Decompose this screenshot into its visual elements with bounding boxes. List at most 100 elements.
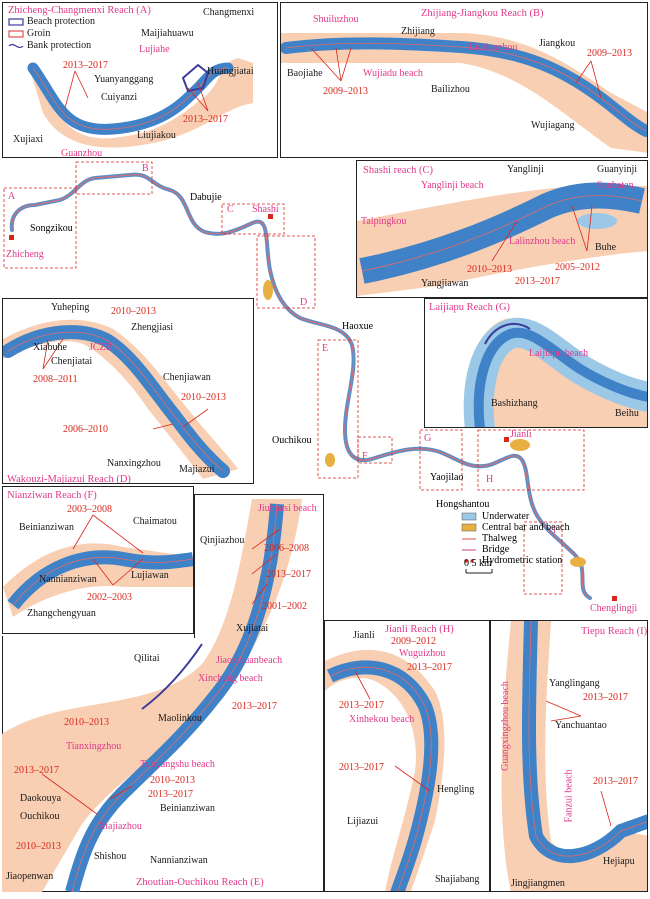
arrow (491, 220, 518, 262)
legend-thalweg-label: Thalweg (482, 533, 517, 544)
ov-jianli: Jianli (510, 429, 532, 440)
lbl-zhangchengyuan: Zhangchengyuan (27, 608, 96, 619)
panel-b-bank (281, 33, 647, 153)
lbl-yanglingang: Yanglingang (549, 678, 600, 689)
lbl-shajiabang: Shajiabang (435, 874, 480, 885)
lbl-year-f2: 2002–2003 (87, 592, 132, 603)
lbl-majiazui: Majiazui (179, 464, 215, 475)
lbl-jianli: Jianli (353, 630, 375, 641)
overview-river-thalweg (11, 174, 591, 599)
arrow (571, 205, 588, 252)
arrow (394, 765, 431, 792)
legend-station-label: Hydrometric station (482, 555, 563, 566)
lbl-xinhekou: Xinhekou beach (349, 714, 415, 725)
lbl-jiaopenwan: Jiaopenwan (6, 871, 54, 882)
reach-box-f (357, 436, 393, 464)
arrow (42, 338, 64, 370)
reach-box-c (221, 203, 285, 235)
station-chenglingji (612, 596, 617, 601)
overview-bar (263, 280, 273, 300)
box-letter-f: F (362, 451, 368, 462)
reach-box-h (477, 429, 585, 491)
arrow (41, 773, 98, 815)
lbl-year-h1: 2009–2012 (391, 636, 436, 647)
legend-station-swatch (464, 559, 468, 563)
arrow (92, 558, 114, 586)
lbl-year-i2: 2013–2017 (593, 776, 638, 787)
arrow (575, 60, 592, 84)
panel-g-title: Laijiapu Reach (G) (429, 302, 511, 313)
arrow (74, 70, 89, 99)
overview-bar (510, 439, 530, 451)
lbl-jiaoziyuan: Jiaoziyuanbeach (216, 655, 283, 666)
arrow (586, 205, 593, 252)
lbl-year-e4: 2013–2017 (232, 701, 277, 712)
lbl-chenjiatai: Chenjiatai (51, 356, 93, 367)
lbl-year-d1: 2010–2013 (111, 306, 156, 317)
lbl-bashizhang: Bashizhang (491, 398, 538, 409)
arrow (310, 47, 342, 82)
lbl-zhengjiasi: Zhengjiasi (131, 322, 174, 333)
panel-h-title: Jianli Reach (H) (385, 624, 454, 635)
lbl-taipingkou: Taipingkou (361, 216, 407, 227)
lbl-year-e1: 2006–2008 (264, 543, 309, 554)
lbl-lijiazui: Lijiazui (347, 816, 379, 827)
lbl-yanglinji-beach: Yanglinji beach (421, 180, 484, 191)
scale-label: 0 5 km (464, 558, 492, 569)
lbl-xiabuhe: Xiabuhe (33, 342, 67, 353)
arrow (187, 87, 209, 112)
panel-b: Zhijiang-Jiangkou Reach (B) Shuiluzhou Z… (280, 2, 648, 158)
box-letter-h: H (486, 474, 494, 485)
arrow (42, 338, 49, 370)
panel-c-map (357, 182, 647, 296)
lbl-year-d4: 2006–2010 (63, 424, 108, 435)
panel-g-channel (473, 327, 647, 427)
ov-zhicheng: Zhicheng (6, 249, 44, 260)
panel-g-protection (484, 323, 531, 345)
lbl-sanbatan: Sanbatan (597, 180, 634, 191)
lbl-baojiahe: Baojiahe (287, 68, 323, 79)
panel-i-map (501, 621, 647, 891)
arrow (600, 790, 612, 827)
arrow (251, 528, 281, 550)
panel-c-thalweg (361, 195, 643, 272)
panel-b-thalweg (285, 42, 647, 132)
lbl-guangxingzhou: Guangxingzhou beach (499, 681, 511, 771)
lbl-maolinkou: Maolinkou (158, 713, 202, 724)
panel-d-thalweg (7, 331, 224, 472)
ov-ouchikou: Ouchikou (272, 435, 312, 446)
panel-a: Zhicheng-Changmenxi Reach (A) Beach prot… (2, 2, 278, 158)
arrow (72, 514, 94, 550)
panel-i: Tiepu Reach (I) Guangxingzhou beach Yang… (490, 620, 648, 892)
panel-d-map (3, 319, 238, 479)
panel-e-bank (2, 499, 302, 892)
panel-g: Laijiapu Reach (G) Laijiapu beach Bashiz… (424, 298, 648, 428)
lbl-lujiahe: Lujiahe (139, 44, 170, 55)
panel-i-thalweg (528, 621, 647, 857)
panel-a-title: Zhicheng-Changmenxi Reach (A) (8, 5, 151, 16)
lbl-jczb: JCZB (89, 342, 113, 353)
legend-groin-label: Groin (27, 28, 51, 39)
panel-f-thalweg (12, 556, 193, 606)
lbl-year-2: 2013–2017 (183, 114, 228, 125)
box-letter-b: B (142, 163, 149, 174)
panel-e-protection (141, 643, 203, 710)
lbl-nannianziwan-e: Nannianziwan (150, 855, 208, 866)
ov-dabujie: Dabujie (190, 192, 222, 203)
station-shashi (268, 214, 273, 219)
arrow (545, 700, 582, 717)
panel-g-map (463, 317, 647, 427)
panel-c-bar (577, 213, 617, 229)
panel-a-protection (181, 63, 210, 93)
lbl-shishou: Shishou (94, 851, 127, 862)
arrow (112, 558, 144, 586)
lbl-year-i1: 2013–2017 (583, 692, 628, 703)
ov-chenglingji: Chenglingji (590, 603, 638, 614)
lbl-xinchang: Xinchang beach (198, 673, 263, 684)
lbl-beihu: Beihu (615, 408, 639, 419)
arrow (340, 47, 352, 82)
lbl-ouchikou: Ouchikou (20, 811, 60, 822)
arrow (92, 514, 144, 554)
lbl-jingjiangmen: Jingjiangmen (511, 878, 565, 889)
lbl-year-1: 2013–2017 (63, 60, 108, 71)
